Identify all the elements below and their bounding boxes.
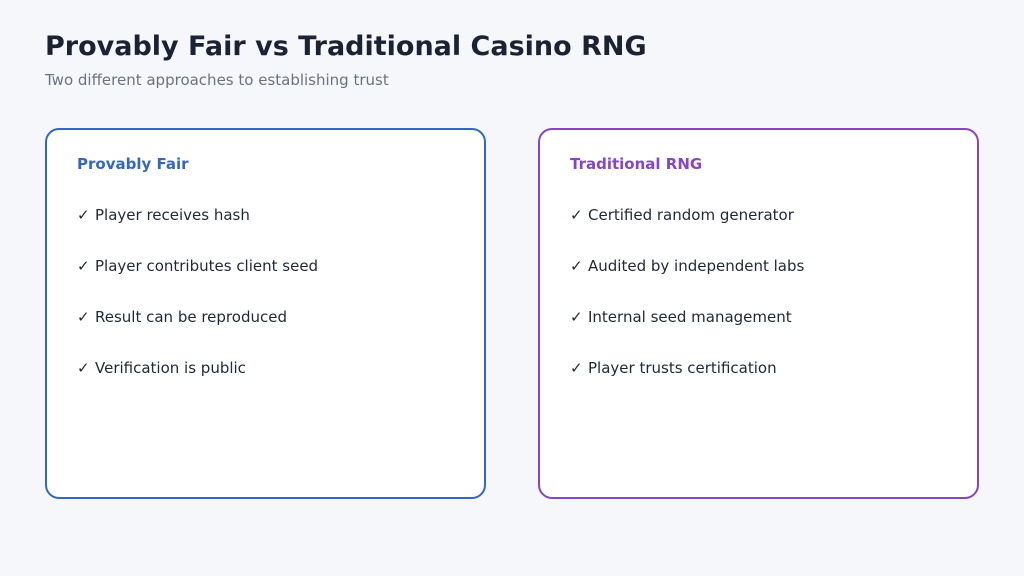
list-item: ✓ Internal seed management (570, 307, 804, 358)
list-item-label: Result can be reproduced (95, 308, 287, 326)
check-icon: ✓ (570, 257, 583, 275)
check-icon: ✓ (77, 257, 90, 275)
list-item: ✓ Player trusts certification (570, 358, 804, 409)
feature-list: ✓ Player receives hash ✓ Player contribute… (77, 205, 318, 409)
check-icon: ✓ (77, 308, 90, 326)
card-title: Provably Fair (77, 155, 189, 173)
list-item: ✓ Player receives hash (77, 205, 318, 256)
list-item-label: Internal seed management (588, 308, 792, 326)
list-item-label: Player trusts certification (588, 359, 777, 377)
list-item-label: Certified random generator (588, 206, 794, 224)
check-icon: ✓ (77, 359, 90, 377)
page-title: Provably Fair vs Traditional Casino RNG (45, 31, 647, 62)
card-title: Traditional RNG (570, 155, 703, 173)
list-item-label: Player receives hash (95, 206, 250, 224)
check-icon: ✓ (570, 308, 583, 326)
list-item-label: Audited by independent labs (588, 257, 805, 275)
provably-fair-card: Provably Fair ✓ Player receives hash ✓ Pla… (45, 128, 486, 499)
list-item: ✓ Player contributes client seed (77, 256, 318, 307)
check-icon: ✓ (570, 206, 583, 224)
check-icon: ✓ (570, 359, 583, 377)
list-item: ✓ Audited by independent labs (570, 256, 804, 307)
list-item: ✓ Certified random generator (570, 205, 804, 256)
page-subtitle: Two different approaches to establishing… (45, 71, 389, 89)
check-icon: ✓ (77, 206, 90, 224)
feature-list: ✓ Certified random generator ✓ Audited by … (570, 205, 804, 409)
list-item-label: Verification is public (95, 359, 246, 377)
list-item: ✓ Result can be reproduced (77, 307, 318, 358)
list-item: ✓ Verification is public (77, 358, 318, 409)
list-item-label: Player contributes client seed (95, 257, 319, 275)
traditional-rng-card: Traditional RNG ✓ Certified random genera… (538, 128, 979, 499)
